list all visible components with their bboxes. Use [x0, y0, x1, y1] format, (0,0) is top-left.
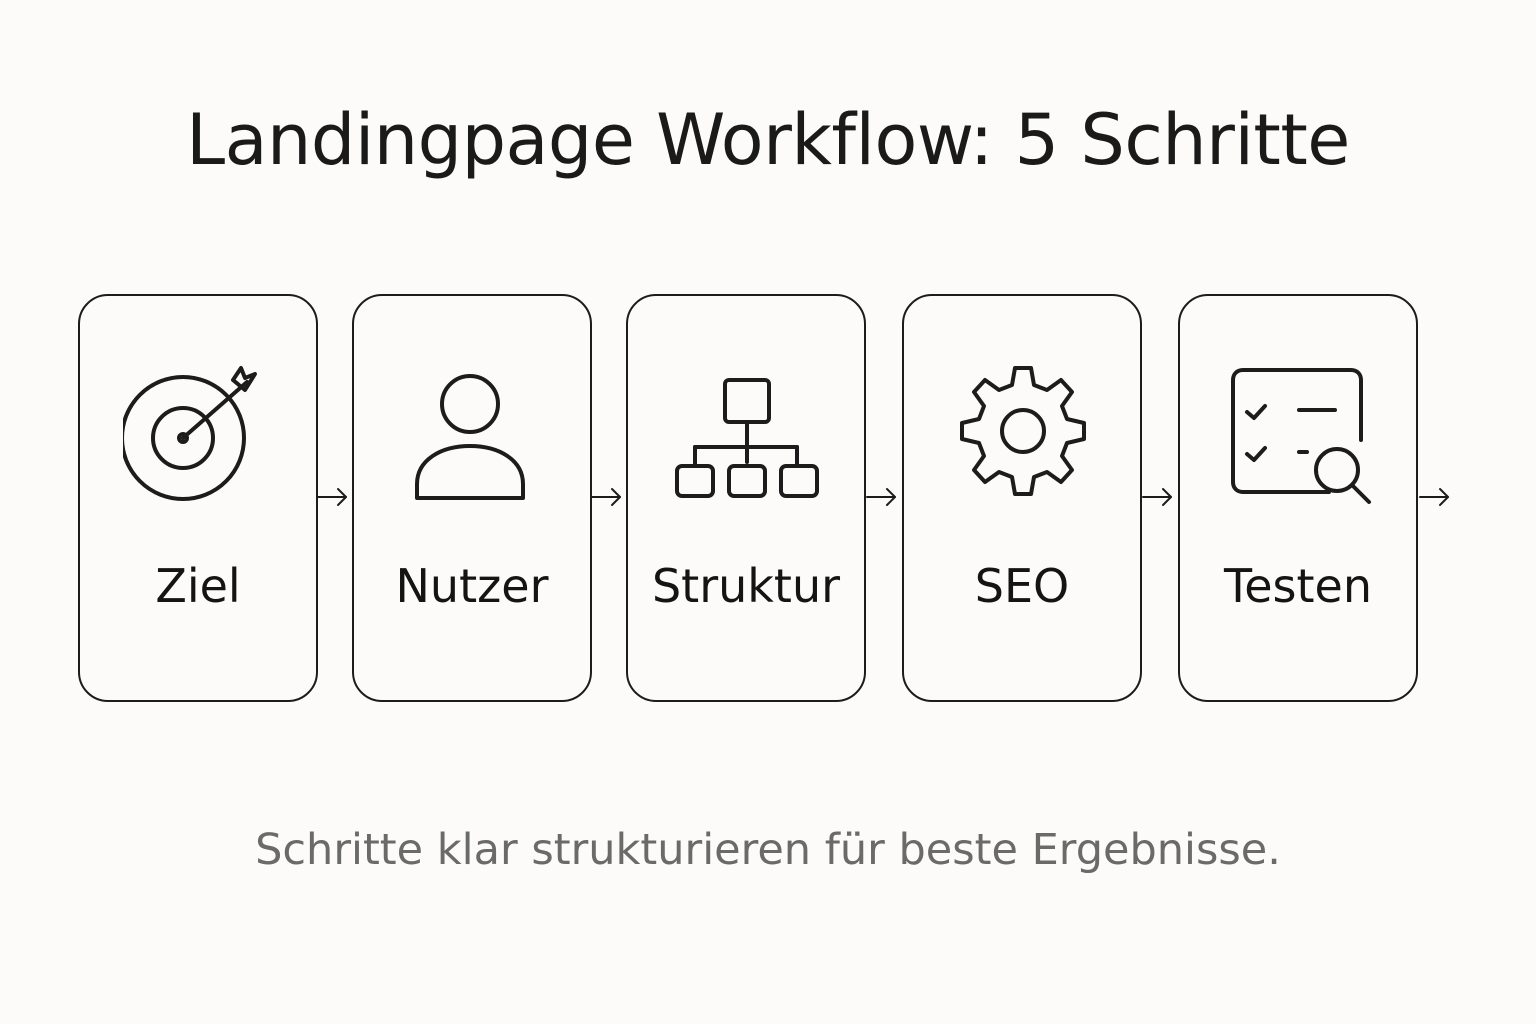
step-card-ziel[interactable]: Ziel — [78, 294, 318, 702]
arrow-right-icon — [1141, 485, 1177, 509]
step-label: Struktur — [651, 559, 841, 613]
sitemap-icon — [671, 362, 821, 512]
user-icon — [397, 362, 547, 512]
step-card-seo[interactable]: SEO — [902, 294, 1142, 702]
gear-icon — [947, 362, 1097, 512]
step-label: Nutzer — [395, 559, 549, 613]
page-title: Landingpage Workflow: 5 Schritte — [186, 99, 1350, 181]
arrow-right-icon — [865, 485, 901, 509]
target-icon — [123, 362, 273, 512]
step-label: Ziel — [155, 559, 241, 613]
step-card-nutzer[interactable]: Nutzer — [352, 294, 592, 702]
step-label: Testen — [1223, 559, 1373, 613]
checklist-search-icon — [1223, 362, 1373, 512]
step-label: SEO — [974, 559, 1070, 613]
step-card-testen[interactable]: Testen — [1178, 294, 1418, 702]
arrow-right-icon — [316, 485, 352, 509]
caption-text: Schritte klar strukturieren für beste Er… — [255, 825, 1281, 875]
arrow-right-icon — [1418, 485, 1454, 509]
arrow-right-icon — [590, 485, 626, 509]
step-card-struktur[interactable]: Struktur — [626, 294, 866, 702]
